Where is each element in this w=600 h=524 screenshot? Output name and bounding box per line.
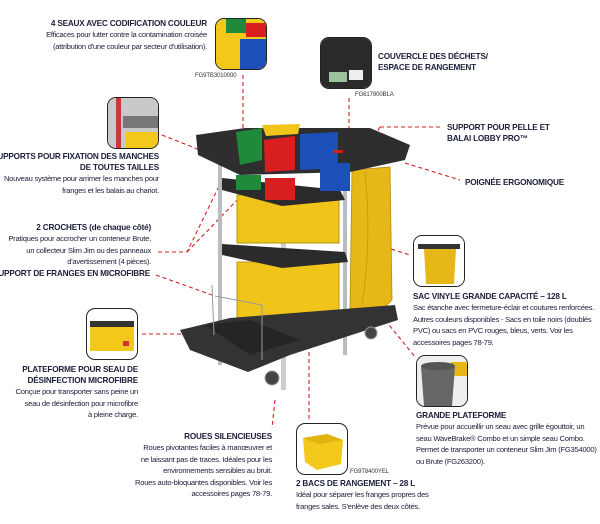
large-platform-desc-line: ou Brute (FG263200). [416,456,485,466]
grip-title: POIGNÉE ERGONOMIQUE [465,178,565,187]
lid-title: COUVERCLE DES DÉCHETS/ [378,52,488,61]
vinyl-bag-icon [414,236,464,286]
dustpan-callout: SUPPORT POUR PELLE ET BALAI LOBBY PRO™ [447,122,550,144]
hooks-callout: 2 CROCHETS (de chaque côté) Pratiques po… [0,222,151,268]
large-platform-thumbnail [416,355,468,407]
disinfect-desc-line: à pleine charge. [87,410,138,420]
large-platform-callout: GRANDE PLATEFORME Prévue pour accueillir… [416,410,600,467]
microfiber-holder-title: SUPPORT DE FRANGES EN MICROFIBRE [0,269,150,278]
yellow-bin-icon [303,434,343,470]
wheels-title: ROUES SILENCIEUSES [184,432,272,441]
buckets-icon [216,19,266,69]
buckets-callout: 4 SEAUX AVEC CODIFICATION COULEUR Effica… [0,18,207,52]
buckets-desc-line: (attribution d'une couleur par secteur d… [52,41,207,51]
buckets-title: 4 SEAUX AVEC CODIFICATION COULEUR [50,19,207,28]
vinyl-bag-thumbnail [413,235,465,287]
gray-container-icon [417,356,467,406]
bins-callout: 2 BACS DE RANGEMENT – 28 L Idéal pour sé… [296,478,456,512]
wheels-desc-line: Roues auto-bloquantes disponibles. Voir … [134,477,272,487]
dustpan-title: BALAI LOBBY PRO™ [447,134,528,143]
cart [180,124,410,390]
wheels-desc-line: ne laissant pas de traces. Idéales pour … [140,454,272,464]
vinyl-bag-desc-line: Sac étanche avec fermeture-éclair et cou… [413,303,595,312]
bins-title: 2 BACS DE RANGEMENT – 28 L [296,479,415,488]
bins-code: FG9T8400YEL [350,469,389,475]
wheels-desc-line: accessoires pages 78-79. [191,489,272,499]
wheels-callout: ROUES SILENCIEUSES Roues pivotantes faci… [102,431,272,500]
vinyl-bag-desc-line: accessoires pages 78-79. [413,337,494,347]
hooks-desc-line: Pratiques pour accrocher un conteneur Br… [8,234,151,243]
vinyl-bag-desc-line: Autres couleurs disponibles - Sacs en to… [413,314,592,324]
vinyl-bag-desc-line: PVC) ou sacs en PVC rouges, bleus, verts… [413,326,573,336]
handle-holder-icon [108,98,158,148]
lid-thumbnail [320,37,372,89]
lid-title: ESPACE DE RANGEMENT [378,63,476,72]
large-platform-desc-line: Prévue pour accueillir un seau avec gril… [416,422,585,431]
lid-callout: COUVERCLE DES DÉCHETS/ ESPACE DE RANGEME… [378,51,488,73]
wheels-desc-line: Roues pivotantes faciles à manœuvrer et [143,443,272,452]
disinfect-desc-line: seau de désinfection pour microfibre [24,398,139,408]
dustpan-title: SUPPORT POUR PELLE ET [447,123,550,132]
buckets-thumbnail [215,18,267,70]
disinfect-bucket-icon [90,321,134,351]
lid-icon [321,38,371,88]
large-platform-desc-line: Permet de transporter un conteneur Slim … [416,445,597,455]
large-platform-title: GRANDE PLATEFORME [416,411,507,420]
buckets-desc-line: Efficaces pour lutter contre la contamin… [46,30,207,39]
bins-desc-line: Idéal pour séparer les franges propres d… [296,490,429,499]
wheels-desc-line: environnements sensibles au bruit. [163,466,272,476]
lid-code: FG617900BLA [355,92,394,98]
storage-bins-thumbnail [296,423,348,475]
large-platform-desc-line: seau WaveBrake® Combo et un simple seau … [416,433,585,443]
hooks-title: 2 CROCHETS (de chaque côté) [36,223,151,232]
buckets-code: FG9TB3010000 [195,73,237,79]
disinfect-platform-callout: PLATEFORME POUR SEAU DE DÉSINFECTION MIC… [0,364,139,421]
handles-desc-line: Nouveau système pour arrimer les manches… [3,174,159,183]
disinfect-title: DÉSINFECTION MICROFIBRE [27,376,139,385]
hooks-desc-line: un collecteur Slim Jim ou des panneaux [26,245,151,255]
handle-holders-thumbnail [107,97,159,149]
bins-desc-line: franges sales. S'enlève des deux côtés. [296,501,420,511]
disinfect-title: PLATEFORME POUR SEAU DE [22,365,138,374]
vinyl-bag-callout: SAC VINYLE GRANDE CAPACITÉ – 128 L Sac é… [413,291,599,348]
handles-title: DE TOUTES TAILLES [79,163,159,172]
hooks-desc-line: d'avertissement (4 pièces). [67,257,151,267]
disinfect-platform-thumbnail [86,308,138,360]
leader-lines [142,75,461,429]
handles-callout: SUPPORTS POUR FIXATION DES MANCHES DE TO… [0,151,159,196]
handles-title: SUPPORTS POUR FIXATION DES MANCHES [0,152,159,161]
disinfect-desc-line: Conçue pour transporter sans peine un [15,387,139,396]
handles-desc-line: franges et les balais au chariot. [62,185,159,195]
vinyl-bag-title: SAC VINYLE GRANDE CAPACITÉ – 128 L [413,292,567,301]
